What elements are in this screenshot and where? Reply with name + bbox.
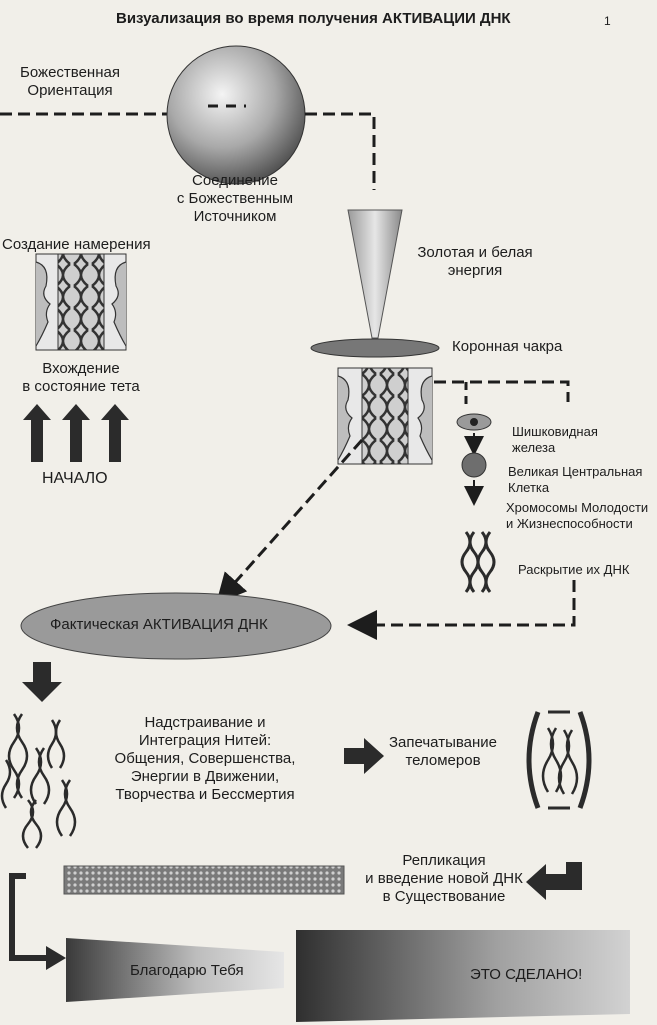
chromosomes-label: Хромосомы Молодости и Жизнеспособности	[506, 500, 648, 532]
intention-figure	[35, 253, 127, 351]
strands-line-5: Творчества и Бессмертия	[115, 786, 295, 803]
golden-energy-line-2: энергия	[447, 262, 503, 279]
connection-line-1: Соединение	[192, 172, 278, 189]
crown-figure	[337, 367, 433, 465]
chromosomes-icon	[460, 531, 496, 593]
activation-ellipse	[20, 592, 332, 660]
telomere-capsule	[526, 710, 592, 810]
golden-energy-label: Золотая и белая энергия	[410, 244, 540, 280]
start-label: НАЧАЛО	[42, 470, 108, 487]
golden-energy-line-1: Золотая и белая	[417, 244, 533, 261]
page-title: Визуализация во время получения АКТИВАЦИ…	[116, 10, 511, 27]
divine-source-sphere	[166, 45, 306, 185]
dashed-connector-crown-right	[434, 380, 570, 402]
page-marker: 1	[604, 14, 611, 28]
thank-you-label: Благодарю Тебя	[130, 962, 244, 979]
dna-strands-cluster	[0, 713, 77, 849]
pineal-eye-icon	[456, 413, 492, 431]
connection-label: Соединение с Божественным Источником	[160, 172, 310, 226]
replication-arrow	[526, 862, 582, 900]
theta-label: Вхождение в состояние тета	[6, 360, 156, 396]
pineal-line-2: железа	[512, 440, 556, 455]
pineal-line-1: Шишковидная	[512, 424, 598, 439]
done-block	[296, 930, 630, 1022]
golden-white-light-cone	[347, 209, 403, 339]
telomeres-line-1: Запечатывание	[389, 734, 497, 751]
replication-line-2: и введение новой ДНК	[365, 870, 523, 887]
pineal-label: Шишковидная железа	[512, 424, 598, 456]
divine-orientation-line-2: Ориентация	[27, 82, 113, 99]
telomeres-line-2: теломеров	[405, 752, 481, 769]
strands-line-2: Интеграция Нитей:	[138, 732, 272, 749]
done-label: ЭТО СДЕЛАНО!	[470, 966, 583, 983]
great-cell-line-1: Великая Центральная	[508, 464, 643, 479]
divine-orientation-line-1: Божественная	[20, 64, 120, 81]
intention-label: Создание намерения	[2, 236, 151, 253]
connection-line-3: Источником	[193, 208, 277, 225]
actual-activation-label: Фактическая АКТИВАЦИЯ ДНК	[50, 616, 268, 633]
replication-line-1: Репликация	[402, 852, 486, 869]
chromosomes-line-1: Хромосомы Молодости	[506, 500, 649, 515]
replication-label: Репликация и введение новой ДНК в Сущест…	[354, 852, 534, 906]
start-arrows	[23, 404, 129, 462]
connection-line-2: с Божественным	[176, 190, 294, 207]
down-arrow	[22, 662, 62, 702]
strands-label: Надстраивание и Интеграция Нитей: Общени…	[110, 714, 300, 804]
great-cell-line-2: Клетка	[508, 480, 550, 495]
theta-line-1: Вхождение	[42, 360, 120, 377]
thanks-connector-head	[46, 946, 66, 970]
dashed-connector-right	[305, 112, 376, 190]
opening-label: Раскрытие их ДНК	[518, 562, 630, 577]
central-cell-icon	[461, 452, 487, 478]
strands-line-3: Общения, Совершенства,	[114, 750, 296, 767]
replication-line-3: в Существование	[382, 888, 506, 905]
great-cell-label: Великая Центральная Клетка	[508, 464, 642, 496]
dashed-connector-return	[347, 580, 576, 640]
strands-line-4: Энергии в Движении,	[130, 768, 280, 785]
crown-chakra-label: Коронная чакра	[452, 338, 563, 355]
replication-bar	[63, 865, 345, 895]
telomeres-label: Запечатывание теломеров	[388, 734, 498, 770]
strands-line-1: Надстраивание и	[144, 714, 266, 731]
right-arrow	[344, 738, 384, 774]
thanks-connector	[9, 873, 48, 961]
chromosomes-line-2: и Жизнеспособности	[506, 516, 633, 531]
theta-line-2: в состояние тета	[22, 378, 140, 395]
crown-chakra-disc	[310, 338, 440, 358]
divine-orientation-label: Божественная Ориентация	[0, 64, 140, 100]
thank-you-block	[66, 938, 284, 1002]
